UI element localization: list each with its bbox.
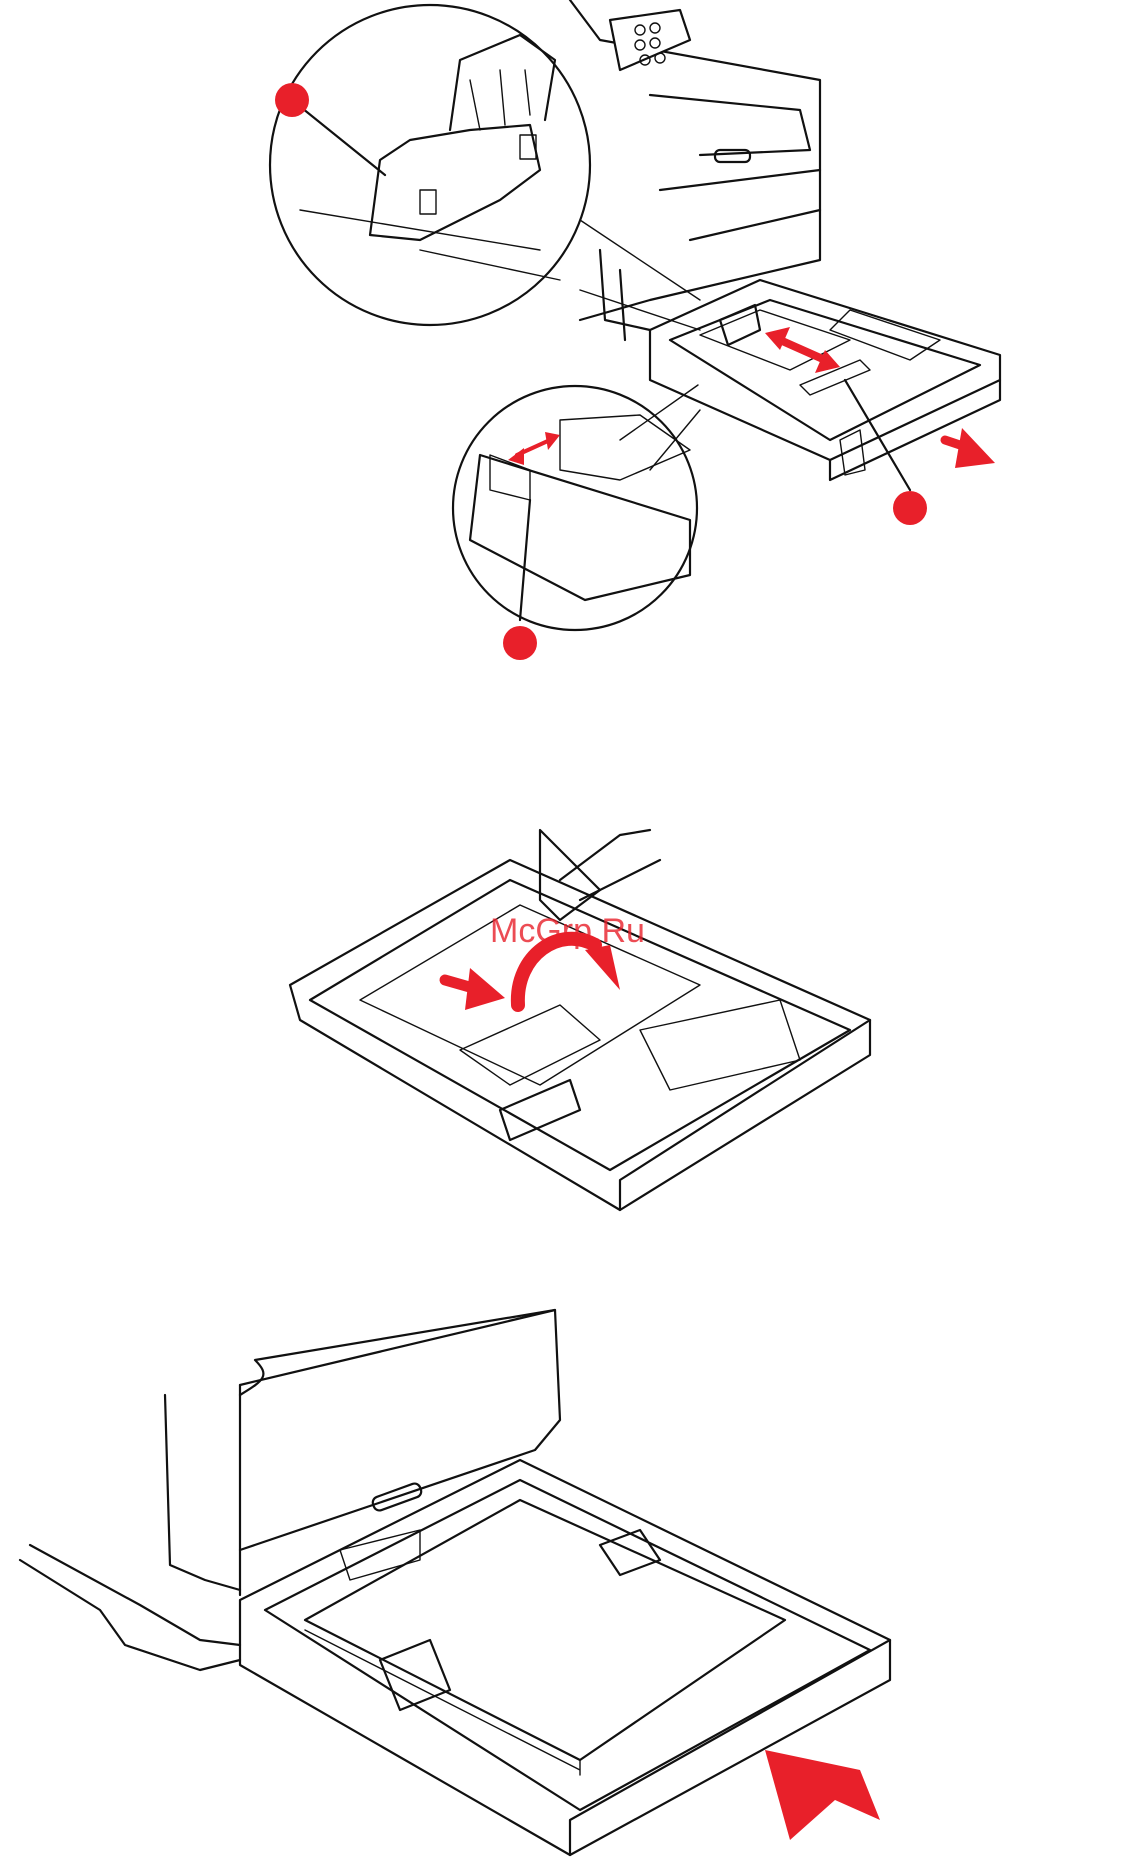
push-in-arrow-icon bbox=[765, 1750, 880, 1840]
zoom-circle-bottom bbox=[453, 386, 697, 630]
panel-insert-tray bbox=[20, 1310, 890, 1855]
panel-remove-tray bbox=[270, 0, 1000, 660]
pull-out-arrow-icon bbox=[945, 428, 995, 468]
watermark-text: McGrp.Ru bbox=[490, 912, 645, 950]
callout-marker-2 bbox=[893, 491, 927, 525]
callout-marker-3 bbox=[503, 626, 537, 660]
callout-marker-1 bbox=[275, 83, 309, 117]
push-arrow-icon bbox=[445, 968, 505, 1010]
zoom-circle-top bbox=[270, 5, 590, 325]
panel-adjust-stopper: McGrp.Ru bbox=[290, 830, 870, 1210]
